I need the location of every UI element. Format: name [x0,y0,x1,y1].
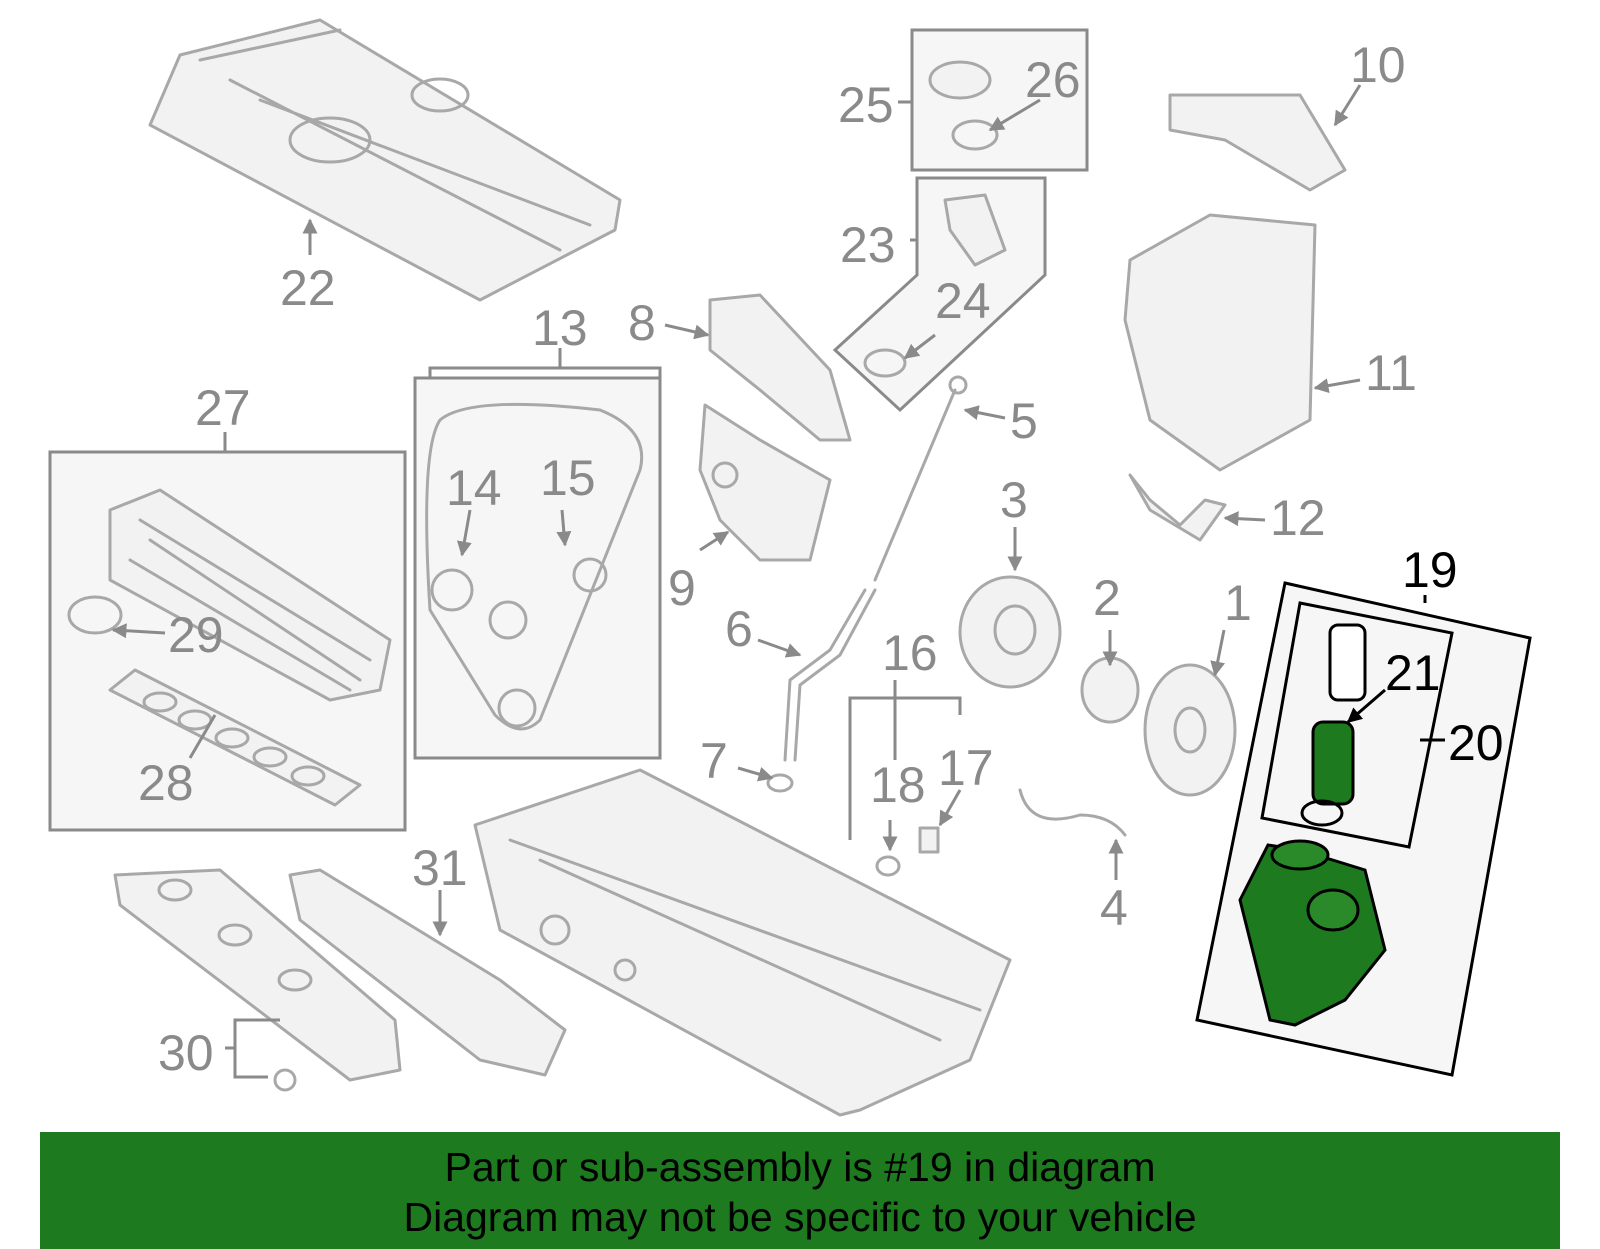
oil-pump-parts [958,575,1237,837]
callout-25: 25 [838,77,894,133]
callout-31: 31 [412,840,468,896]
leader-lines [111,84,1445,1079]
callout-20: 20 [1448,715,1504,771]
filler-neck-part [863,193,1007,378]
drain-plug-parts [875,826,940,877]
callout-23: 23 [840,217,896,273]
callout-9: 9 [668,560,696,616]
timing-belt-part [425,402,644,731]
callout-4: 4 [1100,880,1128,936]
callout-18: 18 [870,757,926,813]
timing-belt-box [413,376,662,760]
timing-cover-parts [1123,93,1347,542]
inner-timing-cover-parts [698,293,852,562]
callout-19: 19 [1402,542,1458,598]
callout-28: 28 [138,755,194,811]
callout-8: 8 [628,295,656,351]
oil-filter-part [1300,623,1367,827]
dipstick-parts [766,375,968,793]
callout-27: 27 [195,380,251,436]
callout-3: 3 [1000,472,1028,528]
callout-24: 24 [935,273,991,329]
callout-17: 17 [938,740,994,796]
filler-cap-part [928,60,999,151]
callout-14: 14 [446,460,502,516]
callout-1: 1 [1224,575,1252,631]
exhaust-manifold-parts [113,868,567,1092]
oil-filter-kit-box [1260,601,1454,849]
intake-manifold-part [67,488,392,807]
callout-6: 6 [725,601,753,657]
banner-line-1: Part or sub-assembly is #19 in diagram [444,1144,1156,1190]
callout-15: 15 [540,450,596,506]
callout-10: 10 [1350,37,1406,93]
callout-7: 7 [700,733,728,789]
banner-line-2: Diagram may not be specific to your vehi… [403,1194,1197,1240]
callout-13: 13 [532,300,588,356]
oil-pan-part [473,768,1012,1117]
callout-16: 16 [882,625,938,681]
callout-12: 12 [1270,490,1326,546]
valve-cover-part [148,18,622,302]
callout-21: 21 [1385,645,1441,701]
callout-11: 11 [1365,345,1417,401]
callout-22: 22 [280,260,336,316]
callout-5: 5 [1010,393,1038,449]
callout-29: 29 [168,607,224,663]
info-banner: Part or sub-assembly is #19 in diagram D… [40,1132,1560,1249]
callout-30: 30 [158,1025,214,1081]
filler-cap-box [910,28,1089,172]
callout-26: 26 [1025,52,1081,108]
oil-filter-housing-part [1238,839,1387,1027]
callout-2: 2 [1093,570,1121,626]
